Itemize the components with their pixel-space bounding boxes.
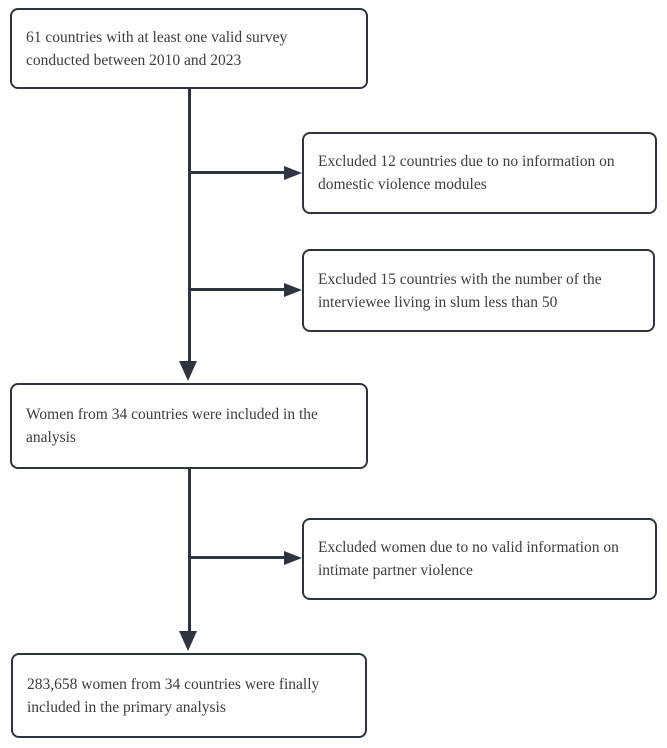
arrowhead-right-to-excluded-1-icon [284, 166, 302, 180]
flow-box-excluded-no-ipv-info: Excluded women due to no valid informati… [302, 518, 657, 600]
flow-box-final-sample: 283,658 women from 34 countries were fin… [11, 653, 367, 738]
connector-branch-excluded-2-line [189, 288, 285, 291]
arrowhead-right-to-excluded-2-icon [284, 283, 302, 297]
flow-box-included-countries-text: Women from 34 countries were included in… [26, 406, 318, 446]
flow-box-excluded-no-ipv-info-text: Excluded women due to no valid informati… [318, 539, 619, 579]
flow-box-excluded-slum-sample-small: Excluded 15 countries with the number of… [302, 249, 655, 332]
connector-branch-excluded-1-line [189, 171, 285, 174]
flow-box-initial-sample-text: 61 countries with at least one valid sur… [26, 28, 288, 69]
flow-box-excluded-slum-sample-small-text: Excluded 15 countries with the number of… [318, 270, 602, 311]
arrowhead-down-to-final-icon [179, 631, 197, 651]
arrowhead-right-to-excluded-3-icon [284, 551, 302, 565]
connector-branch-excluded-3-line [189, 556, 285, 559]
connector-included-to-final-line [188, 469, 191, 632]
connector-initial-to-included-line [188, 89, 191, 363]
arrowhead-down-to-included-icon [179, 361, 197, 381]
flow-box-excluded-no-dv-module-text: Excluded 12 countries due to no informat… [318, 153, 615, 193]
flow-box-initial-sample: 61 countries with at least one valid sur… [10, 8, 368, 89]
flow-box-included-countries: Women from 34 countries were included in… [10, 383, 368, 469]
flow-box-excluded-no-dv-module: Excluded 12 countries due to no informat… [302, 132, 657, 214]
flow-box-final-sample-text: 283,658 women from 34 countries were fin… [27, 675, 320, 716]
